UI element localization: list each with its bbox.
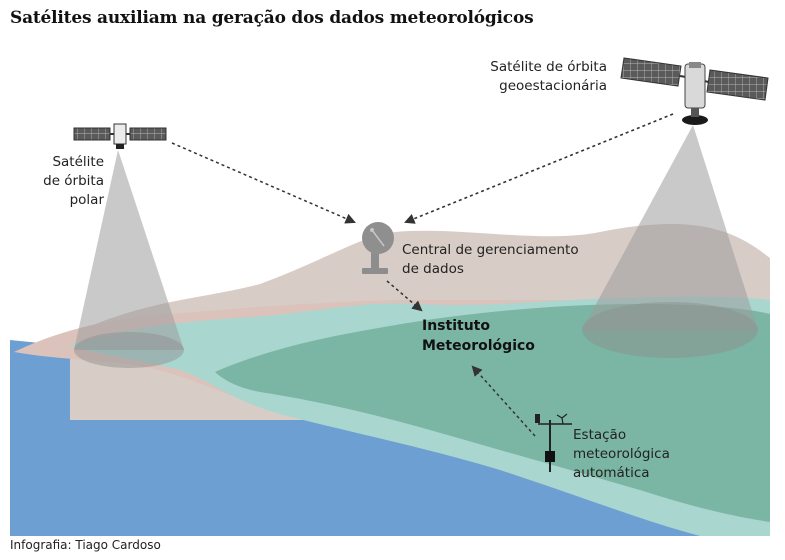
page-title: Satélites auxiliam na geração dos dados … [10,8,534,28]
station-label-line: Estação [573,427,627,443]
station-label-line: meteorológica [573,446,670,462]
institute-label: Instituto Meteorológico [422,316,552,356]
geo-beam-footprint [582,302,758,358]
geo-satellite-label: Satélite de órbita geoestacionária [455,58,607,96]
arrow-polar-to-central [171,142,356,224]
geo-satellite-icon [620,57,769,125]
institute-label-line: Meteorológico [422,338,535,354]
central-label-line: Central de gerenciamento [402,242,579,258]
station-label-line: automática [573,465,650,481]
polar-satellite-icon [73,123,167,149]
polar-satellite-label-line: de órbita [43,173,104,189]
polar-satellite-label: Satélite de órbita polar [20,153,104,210]
institute-label-line: Instituto [422,318,490,334]
arrow-geo-to-central [404,113,674,224]
land-dark [215,304,770,522]
geo-satellite-label-line: geoestacionária [499,78,607,94]
polar-beam-footprint [74,332,184,368]
weather-station-icon [535,413,572,472]
station-label: Estação meteorológica automática [573,426,693,483]
geo-satellite-label-line: Satélite de órbita [490,59,607,75]
satellite-dish-icon [362,222,394,274]
arrow-central-to-institute [386,280,423,312]
central-label-line: de dados [402,261,464,277]
polar-satellite-label-line: polar [69,192,104,208]
polar-satellite-beam [74,150,184,350]
polar-satellite-label-line: Satélite [52,154,104,170]
central-label: Central de gerenciamento de dados [402,241,602,279]
geo-satellite-beam [582,125,758,330]
credit-text: Infografia: Tiago Cardoso [10,538,161,552]
